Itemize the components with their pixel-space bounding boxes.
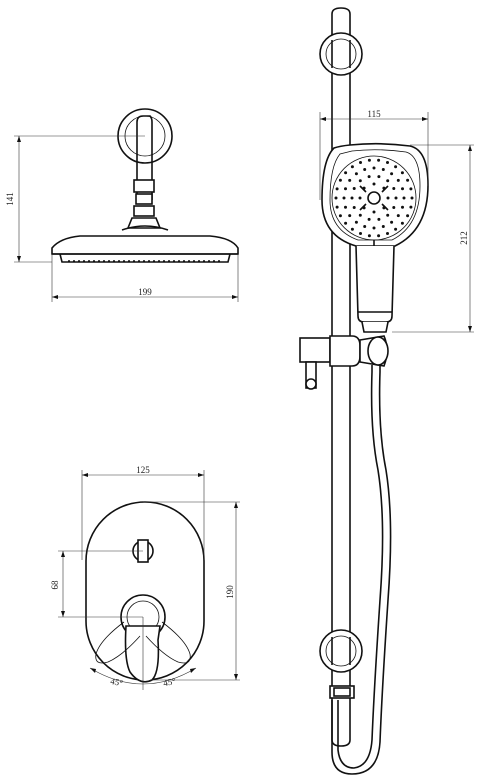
spray-nozzle-dot <box>400 171 404 175</box>
dim-199-label: 199 <box>138 287 152 297</box>
spray-nozzle-dot <box>367 217 371 221</box>
spray-nozzle-dot <box>344 205 347 209</box>
spray-nozzle-dot <box>409 205 413 209</box>
spray-nozzle-dot <box>359 161 362 164</box>
spray-nozzle-dot <box>396 178 400 182</box>
spray-nozzle-dot <box>350 165 354 169</box>
shower-hose <box>337 365 384 769</box>
spray-nozzle-dot <box>386 179 390 183</box>
spray-nozzle-dot <box>367 158 371 162</box>
dimension-hand-width: 115 <box>319 109 429 200</box>
spray-nozzle-dot <box>390 172 394 176</box>
spray-nozzle-dot <box>372 166 376 170</box>
spray-nozzle-dot <box>386 213 390 217</box>
spray-nozzle-dot <box>402 196 406 200</box>
spray-nozzle-dot <box>392 187 396 190</box>
spray-nozzle-dot <box>363 168 367 171</box>
spray-nozzle-dot <box>350 196 354 200</box>
spray-nozzle-dot <box>354 172 358 176</box>
slider-bracket <box>299 335 389 390</box>
spray-nozzle-dot <box>334 196 338 200</box>
shower-head-plate <box>51 235 239 255</box>
spray-nozzle-dot <box>394 165 398 169</box>
spray-nozzle-dot <box>381 168 385 171</box>
spray-nozzle-dot <box>377 217 381 221</box>
dimension-valve-spacing: 68 <box>50 550 143 618</box>
spray-nozzle-dot <box>410 196 414 200</box>
spray-nozzle-dot <box>394 227 398 231</box>
spray-nozzle-dot <box>338 214 342 218</box>
spray-nozzle-dot <box>372 210 376 214</box>
spray-nozzle-dot <box>386 161 389 164</box>
lever-rotation-right <box>145 621 191 664</box>
hand-shower <box>321 142 429 333</box>
dim-68-label: 68 <box>50 580 60 590</box>
spray-nozzle-dot <box>386 232 389 235</box>
spray-nozzle-dot <box>396 214 400 218</box>
dimension-hand-height: 212 <box>392 144 474 333</box>
spray-nozzle-dot <box>401 187 404 191</box>
spray-nozzle-dot <box>344 187 347 191</box>
angle-right-label: 45° <box>162 676 177 688</box>
spray-nozzle-dot <box>372 182 376 186</box>
spray-nozzle-dot <box>400 221 404 225</box>
spray-nozzles <box>334 158 414 238</box>
spray-nozzle-dot <box>358 213 362 217</box>
slide-rail-view: 115 212 <box>299 7 474 775</box>
spray-nozzle-dot <box>409 187 413 191</box>
dim-212-label: 212 <box>459 231 469 245</box>
spray-nozzle-dot <box>348 178 352 182</box>
spray-nozzle-dot <box>352 187 356 190</box>
hand-shower-handle <box>355 245 395 323</box>
spray-nozzle-dot <box>354 220 358 224</box>
spray-nozzle-dot <box>344 171 348 175</box>
spray-nozzle-dot <box>394 196 398 200</box>
dim-125-label: 125 <box>136 465 150 475</box>
spray-nozzle-dot <box>335 205 339 209</box>
spray-nozzle-dot <box>372 226 376 230</box>
angle-left-label: 45° <box>109 676 124 688</box>
spray-nozzle-dot <box>358 196 362 200</box>
lever-rotation-left <box>95 621 141 664</box>
spray-nozzle-dot <box>392 206 396 209</box>
spray-nozzle-dot <box>350 227 354 231</box>
spray-nozzle-dot <box>358 179 362 183</box>
spray-nozzle-dot <box>406 214 410 218</box>
spray-nozzle-dot <box>381 225 385 228</box>
overhead-shower-view: 141 199 <box>5 108 239 302</box>
spray-nozzle-dot <box>386 196 390 200</box>
spray-nozzle-dot <box>359 232 362 235</box>
dimension-plate-height: 190 <box>143 501 240 681</box>
spray-nozzle-dot <box>335 187 339 191</box>
spray-nozzle-dot <box>367 175 371 179</box>
spray-nozzle-dot <box>390 220 394 224</box>
mixer-valve-view: 45° 45° 125 190 68 <box>50 465 240 690</box>
spray-nozzle-dot <box>377 175 381 179</box>
spray-nozzle-dot <box>377 234 381 238</box>
slide-rail-bar <box>331 7 351 747</box>
spray-nozzle-dot <box>352 206 356 209</box>
spray-nozzle-dot <box>344 221 348 225</box>
dim-115-label: 115 <box>367 109 381 119</box>
spray-nozzle-dot <box>338 178 342 182</box>
dimension-head-height: 141 <box>5 135 145 263</box>
spray-nozzle-dot <box>342 196 346 200</box>
spray-nozzle-dot <box>406 178 410 182</box>
dim-141-label: 141 <box>5 192 15 206</box>
spray-nozzle-dot <box>401 205 404 209</box>
spray-nozzle-dot <box>363 225 367 228</box>
spray-nozzle-dot <box>348 214 352 218</box>
dim-190-label: 190 <box>225 585 235 599</box>
spray-nozzle-dot <box>377 158 381 162</box>
arm-nut <box>133 179 155 193</box>
dimension-head-width: 199 <box>51 254 239 302</box>
dimension-plate-width: 125 <box>81 465 205 560</box>
spray-nozzle-dot <box>367 234 371 238</box>
